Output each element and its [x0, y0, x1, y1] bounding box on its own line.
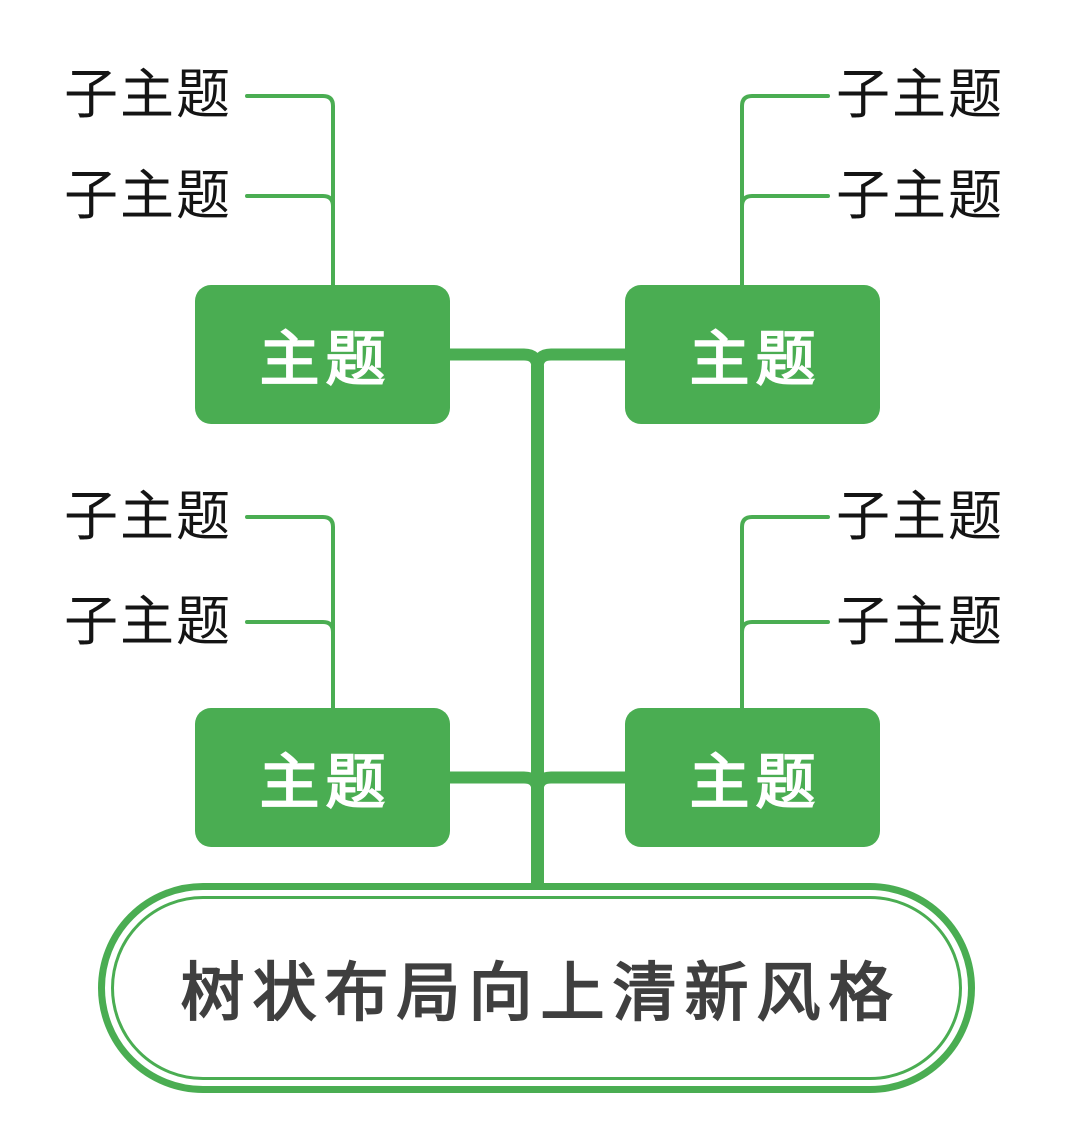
subtopic-node-bottom-left-2[interactable]: 子主题 [64, 592, 232, 652]
topic-node-bottom-right[interactable]: 主题 [625, 708, 880, 847]
topic-node-bottom-left[interactable]: 主题 [195, 708, 450, 847]
topic-node-top-left[interactable]: 主题 [195, 285, 450, 424]
root-node-inner-border: 树状布局向上清新风格 [111, 896, 962, 1080]
subtopic-node-top-right-1[interactable]: 子主题 [836, 65, 1004, 125]
twig-top-left-1 [245, 94, 335, 289]
twig-top-right-2 [740, 194, 830, 289]
subtopic-node-top-left-2[interactable]: 子主题 [64, 166, 232, 226]
topic-node-top-right[interactable]: 主题 [625, 285, 880, 424]
twig-bottom-right-1 [740, 515, 830, 712]
root-label: 树状布局向上清新风格 [180, 957, 901, 1029]
subtopic-node-bottom-right-1[interactable]: 子主题 [836, 487, 1004, 547]
branch-bottom-left [444, 771, 544, 856]
topic-label: 主题 [259, 749, 392, 816]
subtopic-node-bottom-right-2[interactable]: 子主题 [836, 592, 1004, 652]
topic-label: 主题 [259, 326, 392, 393]
topic-label: 主题 [689, 749, 822, 816]
root-node[interactable]: 树状布局向上清新风格 [98, 883, 975, 1093]
twig-top-left-2 [245, 194, 335, 289]
twig-bottom-right-2 [740, 620, 830, 712]
twig-bottom-left-1 [245, 515, 335, 712]
branch-top-right [531, 348, 631, 426]
twig-bottom-left-2 [245, 620, 335, 712]
subtopic-node-top-left-1[interactable]: 子主题 [64, 65, 232, 125]
twig-top-right-1 [740, 94, 830, 289]
branch-bottom-right [531, 771, 631, 856]
subtopic-node-bottom-left-1[interactable]: 子主题 [64, 487, 232, 547]
branch-top-left [444, 348, 544, 426]
topic-label: 主题 [689, 326, 822, 393]
subtopic-node-top-right-2[interactable]: 子主题 [836, 166, 1004, 226]
